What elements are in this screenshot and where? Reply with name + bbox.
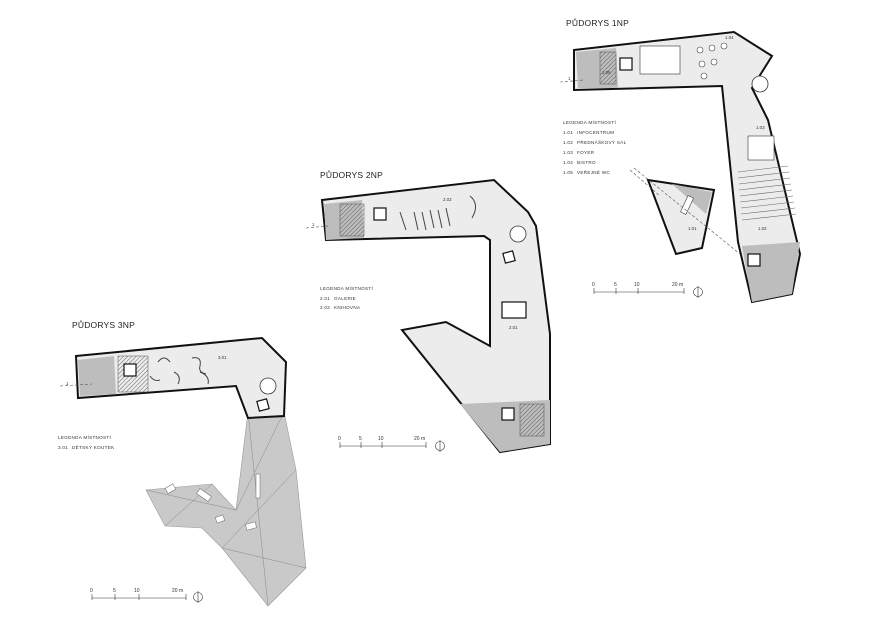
plan-2np-title: PŮDORYS 2NP: [320, 170, 383, 180]
scale-1np-10: 10: [634, 282, 640, 288]
lift-2np-core: [501, 301, 527, 319]
scale-3np-5: 5: [113, 588, 116, 594]
wc-1np: [639, 45, 681, 75]
legend-code: 1.03: [563, 150, 574, 155]
service-core-3np: [78, 356, 116, 396]
foyer-core-1np: [747, 135, 775, 161]
lift-lower-3np: [256, 398, 270, 412]
spiral-stair-3np: [259, 377, 277, 395]
scale-3np-0: 0: [90, 588, 93, 594]
lift-3np: [123, 363, 137, 377]
scale-2np-10: 10: [378, 436, 384, 442]
wing-2np: [320, 178, 551, 454]
lift-2np-bottom: [501, 407, 515, 421]
spiral-stair-1np: [751, 75, 769, 93]
section-lines: [59, 79, 741, 387]
auditorium-seats-1np: [737, 165, 797, 221]
scale-2np-5: 5: [359, 436, 362, 442]
scale-bar-1np: [593, 286, 703, 298]
stair-2np: [339, 203, 365, 237]
stair-1np: [599, 51, 617, 85]
roof-fold-lines: [145, 411, 307, 607]
room-label-1.03: 1.03: [756, 125, 765, 130]
room-label-1.02: 1.02: [758, 226, 767, 231]
legend-code: 1.01: [563, 130, 574, 135]
floor-1np: [573, 30, 802, 304]
info-desk: [680, 195, 694, 215]
legend-3np-heading: LEGENDA MÍSTNOSTÍ: [58, 435, 112, 440]
scale-bar-3np: [91, 591, 203, 603]
plan-1np-title: PŮDORYS 1NP: [566, 18, 629, 28]
room-label-2.02: 2.02: [443, 197, 452, 202]
plan-1np: [573, 30, 802, 304]
scale-1np-20: 20 m: [672, 282, 684, 288]
scale-2np-0: 0: [338, 436, 341, 442]
scale-3np-10: 10: [134, 588, 140, 594]
legend-code: 2.01: [320, 296, 331, 301]
roof-3np: [145, 411, 307, 607]
plan-3np-title: PŮDORYS 3NP: [72, 320, 135, 330]
legend-2np-heading: LEGENDA MÍSTNOSTÍ: [320, 286, 374, 291]
service-1np-bottom: [742, 242, 800, 302]
legend-code: 1.05: [563, 170, 574, 175]
scale-1np-0: 0: [592, 282, 595, 288]
bistro-tables-1np: [696, 42, 728, 80]
plan-3np: [74, 336, 307, 607]
reading-desk-2np: [469, 195, 476, 219]
legend-name: GALERIE: [334, 296, 357, 301]
legend-name: KNIHOVNA: [334, 305, 361, 310]
scale-2np-20: 20 m: [414, 436, 426, 442]
legend-name: INFOCENTRUM: [577, 130, 615, 135]
section-marker-3np: 1: [66, 381, 69, 386]
room-label-1.05: 1.05: [602, 70, 611, 75]
legend-name: BISTRO: [577, 160, 596, 165]
legend-code: 1.02: [563, 140, 574, 145]
legend-code: 2.02: [320, 305, 331, 310]
legend-1np-heading: LEGENDA MÍSTNOSTÍ: [563, 120, 617, 125]
library-shelves-2np: [399, 207, 451, 231]
room-label-3.01: 3.01: [218, 355, 227, 360]
room-label-1.01: 1.01: [688, 226, 697, 231]
plan-2np: [320, 178, 551, 454]
scale-1np-5: 5: [614, 282, 617, 288]
roof-skylights: [164, 473, 261, 531]
legend-name: PŘEDNÁŠKOVÝ SÁL: [577, 140, 627, 145]
legend-code: 1.04: [563, 160, 574, 165]
legend-name: DĚTSKÝ KOUTEK: [72, 445, 115, 450]
legend-name: VEŘEJNÉ WC: [577, 170, 611, 175]
scale-bar-2np: [339, 440, 445, 452]
room-label-2.01: 2.01: [509, 325, 518, 330]
room-label-1.04: 1.04: [725, 35, 734, 40]
spiral-stair-2np: [509, 225, 527, 243]
legend-name: FOYER: [577, 150, 595, 155]
stair-2np-bottom: [519, 403, 545, 437]
lift-1np-bottom: [747, 253, 761, 267]
legend-code: 3.01: [58, 445, 69, 450]
lift-2np: [373, 207, 387, 221]
lift-2np-mid: [502, 250, 516, 264]
section-marker-1np: 1: [568, 76, 571, 81]
lift-1np: [619, 57, 633, 71]
play-furniture-3np: [149, 357, 209, 385]
scale-3np-20: 20 m: [172, 588, 184, 594]
section-marker-2np: 1: [312, 222, 315, 227]
